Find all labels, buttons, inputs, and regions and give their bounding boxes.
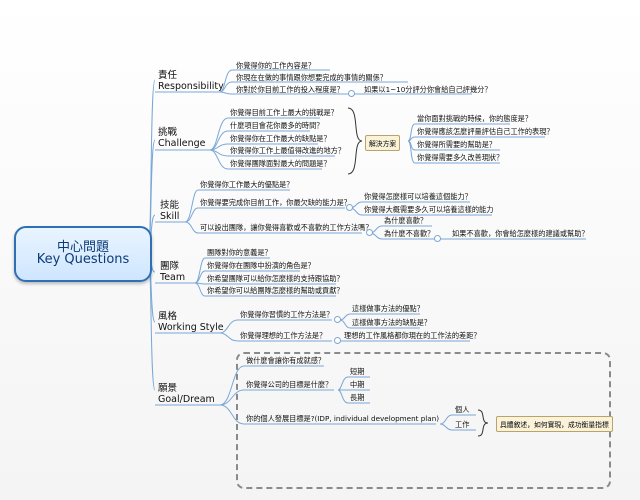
node-text[interactable]: 個人	[455, 405, 470, 414]
branch-team[interactable]: 團隊 Team	[160, 261, 185, 283]
branch-label-zh: 團隊	[160, 261, 180, 272]
root-node[interactable]: 中心問題 Key Questions	[14, 226, 152, 282]
node-text[interactable]: 你覺得理想的工作方法是？	[240, 331, 327, 340]
node-text[interactable]: 你覺得目前工作上最大的挑戰是？	[230, 108, 338, 117]
collapse-toggle-icon[interactable]	[348, 90, 355, 97]
collapse-toggle-icon[interactable]	[334, 316, 341, 323]
node-text[interactable]: 當你面對挑戰的時候，你的態度是？	[417, 114, 533, 123]
collapse-toggle-icon[interactable]	[334, 337, 341, 344]
branch-label-en: Responsibility	[158, 81, 224, 92]
node-text[interactable]: 團隊對你的意義是？	[207, 248, 272, 257]
node-text[interactable]: 如果以1~10分評分你會給自己評幾分？	[364, 85, 492, 94]
branch-label-en: Working Style	[158, 322, 224, 333]
node-text[interactable]: 你覺得你在工作最大的缺點是？	[230, 134, 331, 143]
node-text[interactable]: 你覺得你的工作內容是？	[236, 61, 316, 70]
node-text[interactable]: 工作	[455, 420, 470, 429]
node-text[interactable]: 你覺得你工作上最值得改進的地方？	[230, 146, 346, 155]
branch-label-en: Team	[160, 272, 186, 283]
branch-working-style[interactable]: 風格 Working Style	[158, 311, 224, 333]
node-text[interactable]: 如果不喜歡，你會給怎麼樣的建議或幫助？	[452, 229, 589, 238]
collapse-toggle-icon[interactable]	[434, 235, 441, 242]
branch-label-en: Goal/Dream	[158, 394, 215, 405]
branch-label-zh: 技能	[160, 200, 180, 211]
node-text[interactable]: 你覺得團隊面對最大的問題是？	[230, 159, 331, 168]
node-text[interactable]: 做什麼會讓你有成就感？	[246, 356, 326, 365]
branch-label-en: Challenge	[158, 138, 206, 149]
node-text[interactable]: 你覺得大概需要多久可以培養這樣的能力	[364, 205, 494, 214]
branch-goal-dream[interactable]: 願景 Goal/Dream	[158, 383, 215, 405]
node-text[interactable]: 理想的工作風格都你現在的工作法的差距？	[344, 331, 481, 340]
node-text[interactable]: 你現在在做的事情跟你想要完成的事情的關係？	[236, 73, 387, 82]
node-text[interactable]: 你覺得所需要的幫助是？	[417, 140, 497, 149]
node-text[interactable]: 你覺得需要多久改善現狀？	[417, 153, 504, 162]
idp-callout[interactable]: 具體敘述，如何實現，成功衡量指標	[496, 416, 613, 432]
collapse-toggle-icon[interactable]	[346, 204, 353, 211]
node-text[interactable]: 中期	[350, 380, 365, 389]
node-text[interactable]: 什麼項目會花你最多的時間？	[230, 121, 324, 130]
node-text[interactable]: 你覺得你習慣的工作方法是？	[240, 310, 334, 319]
branch-label-zh: 責任	[158, 70, 178, 81]
node-text[interactable]: 可以設出團隊，讓你覺得喜歡或不喜歡的工作方法嗎？	[200, 223, 373, 232]
node-text[interactable]: 這樣做事方法的優點？	[352, 304, 424, 313]
node-text[interactable]: 你覺得你在團隊中扮演的角色是？	[207, 261, 315, 270]
branch-skill[interactable]: 技能 Skill	[160, 200, 179, 222]
node-text[interactable]: 為什麼喜歡？	[384, 216, 428, 225]
node-text[interactable]: 你覺得要完成你目前工作，你最欠缺的能力是？	[200, 198, 351, 207]
branch-challenge[interactable]: 挑戰 Challenge	[158, 127, 206, 149]
node-text[interactable]: 你覺得怎麼樣可以培養這個能力？	[364, 192, 472, 201]
node-text[interactable]: 你希望你可以給團隊怎麼樣的幫助或貢獻？	[207, 286, 344, 295]
node-text[interactable]: 你的個人發展目標是?(IDP, individual development p…	[246, 414, 440, 423]
branch-responsibility[interactable]: 責任 Responsibility	[158, 70, 224, 92]
node-text[interactable]: 為什麼不喜歡？	[384, 229, 435, 238]
collapse-toggle-icon[interactable]	[366, 229, 373, 236]
branch-label-zh: 風格	[158, 311, 178, 322]
branch-label-zh: 願景	[158, 383, 178, 394]
node-text[interactable]: 你對於你目前工作的投入程度是？	[236, 85, 344, 94]
branch-label-en: Skill	[160, 211, 180, 222]
root-title-en: Key Questions	[36, 252, 130, 267]
node-text[interactable]: 你覺得公司的目標是什麼？	[246, 380, 333, 389]
node-text[interactable]: 你覺得應該怎麼評量評估自己工作的表現？	[417, 127, 554, 136]
node-text[interactable]: 你希望團隊可以給你怎麼樣的支持跟協助？	[207, 274, 344, 283]
solution-callout[interactable]: 解決方案	[365, 135, 401, 151]
branch-label-zh: 挑戰	[158, 127, 178, 138]
root-title-zh: 中心問題	[56, 240, 109, 255]
node-text[interactable]: 長期	[350, 393, 365, 402]
node-text[interactable]: 這樣做事方法的缺點是？	[352, 318, 432, 327]
node-text[interactable]: 短期	[350, 367, 365, 376]
node-text[interactable]: 你覺得你工作最大的優點是？	[200, 180, 294, 189]
